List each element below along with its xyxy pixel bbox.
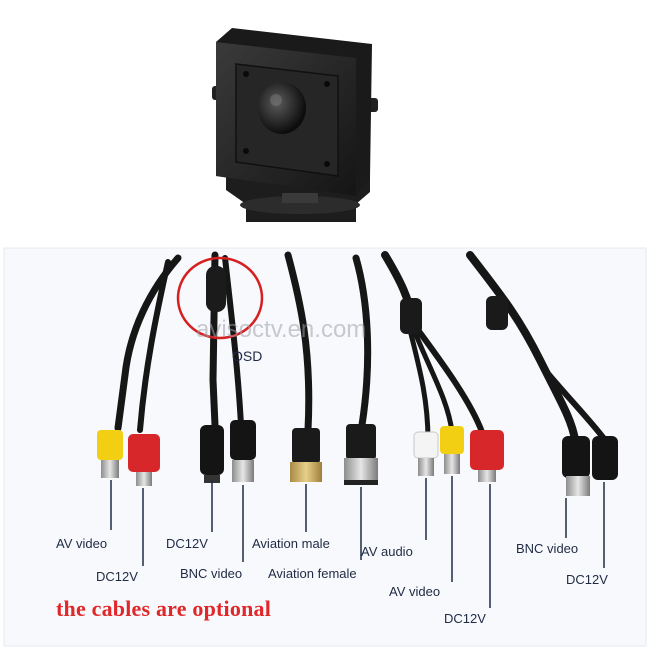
leader-lines <box>110 476 605 608</box>
label-av-video-2: AV video <box>389 584 441 599</box>
bnc-connector-icon <box>562 436 590 496</box>
lens-icon <box>258 82 306 134</box>
dc-black-connector-icon <box>200 425 224 483</box>
aviation-male-connector-icon <box>290 428 322 482</box>
label-aviation-female: Aviation female <box>268 566 357 581</box>
dc-black-connector-icon <box>592 436 618 480</box>
rca-white-connector-icon <box>413 431 439 476</box>
label-bnc-video-1: BNC video <box>180 566 243 581</box>
dc-red-connector-icon <box>128 434 160 486</box>
rca-yellow-connector-icon <box>97 430 123 478</box>
pinhole-camera <box>212 28 378 222</box>
aviation-female-connector-icon <box>344 424 378 485</box>
label-dc12v-4: DC12V <box>566 572 608 587</box>
label-av-video-1: AV video <box>56 536 108 551</box>
osd-switch-icon <box>206 266 226 312</box>
dc-red-connector-icon <box>470 430 504 482</box>
label-bnc-video-2: BNC video <box>516 541 579 556</box>
cable-splitter-icon <box>400 298 422 334</box>
label-dc12v-3: DC12V <box>444 611 486 626</box>
watermark: avisoctv.en.com <box>196 316 367 343</box>
cables-optional-note: the cables are optional <box>56 596 272 621</box>
osd-highlight-circle <box>176 256 264 340</box>
bnc-connector-icon <box>230 420 256 482</box>
osd-label: OSD <box>232 348 263 364</box>
label-dc12v-2: DC12V <box>166 536 208 551</box>
label-av-audio: AV audio <box>361 544 413 559</box>
rca-yellow-connector-icon <box>440 426 464 474</box>
cable-splitter-icon <box>486 296 508 330</box>
label-dc12v-1: DC12V <box>96 569 138 584</box>
label-aviation-male: Aviation male <box>252 536 330 551</box>
